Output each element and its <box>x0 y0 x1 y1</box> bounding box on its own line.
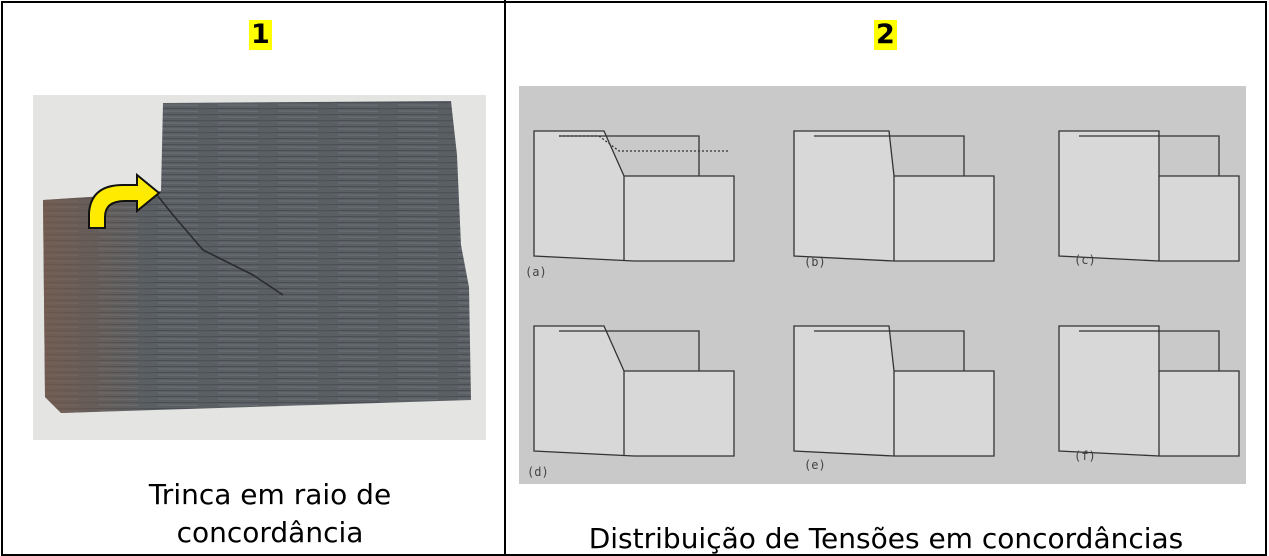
figure-label-a: (a) <box>525 265 547 279</box>
shaft-e <box>793 325 995 457</box>
cracked-specimen-photo <box>33 95 486 440</box>
figure-label-c: (c) <box>1074 253 1096 267</box>
shaft-c <box>1058 130 1240 262</box>
crack-line <box>156 194 284 296</box>
shaft-b <box>793 130 995 262</box>
panel-number-2: 2 <box>874 19 897 50</box>
caption-stress: Distribuição de Tensões em concordâncias <box>588 522 1184 555</box>
caption-crack-line2: concordância <box>176 516 364 549</box>
figure-label-b: (b) <box>804 255 826 269</box>
shaft-f <box>1058 325 1240 457</box>
column-divider <box>504 0 506 555</box>
caption-crack-line1: Trinca em raio de <box>148 478 392 511</box>
shaft-d <box>533 325 735 457</box>
figure-label-f: (f) <box>1074 449 1096 463</box>
panel-number-1: 1 <box>249 19 272 50</box>
highlight-arrow <box>88 172 161 229</box>
stress-distribution-figure: (a) (b) (c) (d) (e) (f) <box>519 86 1246 484</box>
caption-crack: Trinca em raio de concordância <box>40 476 500 552</box>
figure-label-d: (d) <box>527 465 549 479</box>
figure-label-e: (e) <box>804 458 826 472</box>
shaft-a <box>533 130 735 262</box>
